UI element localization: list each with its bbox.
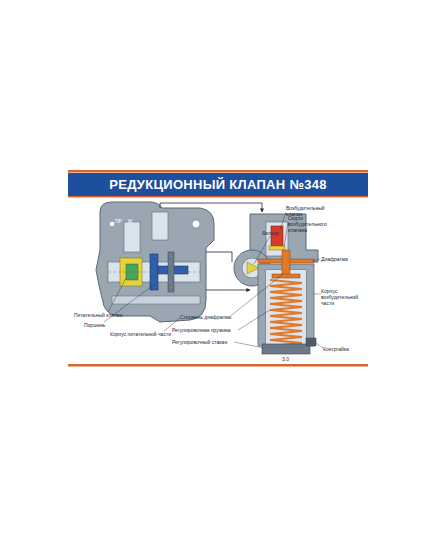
- pipe-line: [160, 203, 262, 212]
- orange-rule: [68, 170, 368, 173]
- exciter-body: [234, 214, 318, 354]
- poster-title: РЕДУКЦИОННЫЙ КЛАПАН №348: [68, 177, 368, 192]
- illustration-part: [314, 294, 321, 295]
- part-label: Фильтр: [262, 230, 292, 236]
- exciter-valve-seat: [269, 246, 285, 250]
- illustration-part: [109, 221, 115, 227]
- feed-valve-seat: [126, 264, 138, 280]
- illustration-part: [284, 222, 288, 247]
- illustration-part: [254, 236, 270, 264]
- exciter-valve: [271, 226, 283, 246]
- diaphragm-rod: [282, 250, 290, 276]
- illustration-part: [96, 202, 214, 322]
- pipe-line: [206, 290, 250, 291]
- part-label: Питательный клапан: [74, 312, 134, 318]
- illustration-part: [238, 310, 270, 330]
- illustration-part: [272, 274, 300, 278]
- part-label: Корпус питательной части: [110, 331, 180, 337]
- part-label: Седло возбудительного клапана: [288, 215, 338, 233]
- feed-body: [96, 202, 214, 322]
- port-mark: ПР: [115, 218, 125, 224]
- illustration-part: [108, 278, 126, 312]
- filter: [247, 262, 259, 274]
- exciter-housing: [258, 264, 314, 346]
- illustration-part: [312, 259, 320, 261]
- adjusting-spring: [270, 280, 302, 346]
- illustration-part: [112, 296, 200, 304]
- locknut: [306, 338, 316, 346]
- orange-rule: [68, 196, 368, 198]
- illustration-part: [68, 168, 368, 368]
- part-label: Стержень диафрагмы: [180, 314, 240, 320]
- part-label: Поршень: [84, 322, 124, 328]
- illustration-part: [280, 212, 286, 230]
- title-band: [68, 173, 368, 196]
- adjusting-cup: [262, 344, 310, 354]
- illustration-part: [108, 272, 200, 273]
- illustration-part: [266, 270, 306, 346]
- port-mark: М: [128, 218, 136, 224]
- pipe-line: [206, 252, 232, 262]
- illustration-part: [192, 220, 200, 228]
- illustration-part: [234, 342, 264, 348]
- illustration-part: [316, 343, 323, 348]
- part-label: Регулировочная пружина: [172, 327, 242, 333]
- illustration-part: [124, 222, 140, 252]
- orange-rule: [68, 364, 368, 367]
- part-label: 3.0: [282, 356, 302, 362]
- part-label: Контргайка: [323, 346, 363, 352]
- illustration-part: [152, 212, 168, 240]
- part-label: Регулировочный стакан: [172, 339, 242, 345]
- illustration-part: [228, 274, 283, 318]
- part-label: Диафрагма: [321, 256, 361, 262]
- part-label: Корпус возбудительной части: [321, 288, 355, 306]
